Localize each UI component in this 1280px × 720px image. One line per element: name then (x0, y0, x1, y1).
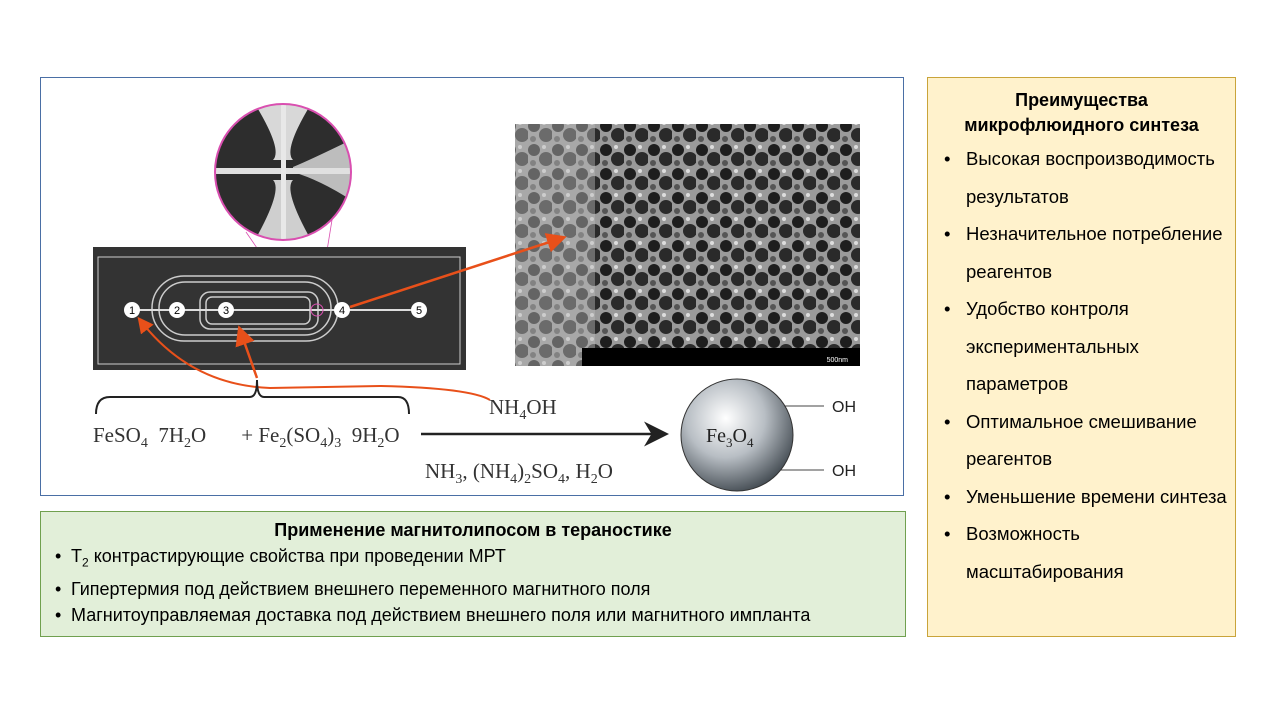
chip-port: 1 (124, 302, 140, 318)
list-item: Уменьшение времени синтеза (936, 478, 1227, 516)
applications-panel: Применение магнитолипосом в тераностике … (40, 511, 906, 637)
synthesis-diagram-frame (40, 77, 904, 496)
list-item: Высокая воспроизводимость результатов (936, 140, 1227, 215)
list-item: Удобство контроля экспериментальных пара… (936, 290, 1227, 403)
reagent-ferric-sulfate: + Fe2(SO4)3 9H2O (236, 423, 400, 451)
list-item: Незначительное потребление реагентов (936, 215, 1227, 290)
list-item: Возможность масштабирования (936, 515, 1227, 590)
flow-arrows (137, 233, 567, 401)
reaction-byproducts: NH3, (NH4)2SO4, H2O (425, 459, 613, 487)
hydroxyl-group-label: OH (832, 399, 856, 416)
svg-text:5: 5 (416, 305, 422, 317)
svg-text:2: 2 (174, 305, 180, 317)
svg-text:3: 3 (223, 305, 229, 317)
magnified-junction-image (214, 103, 352, 316)
hydroxyl-group-label: OH (832, 463, 856, 480)
chip-port: 2 (169, 302, 185, 318)
applications-list: T2 контрастирующие свойства при проведен… (53, 543, 893, 628)
chip-port: 5 (411, 302, 427, 318)
reagent-brace (95, 379, 410, 415)
svg-text:Fe3O4: Fe3O4 (706, 425, 754, 450)
list-item: T2 контрастирующие свойства при проведен… (53, 543, 893, 576)
chip-port: 4 (334, 302, 350, 318)
applications-title: Применение магнитолипосом в тераностике (274, 520, 672, 540)
magnetite-particle: Fe3O4 OH OH (680, 378, 856, 492)
reagent-ferrous-sulfate: FeSO4 7H2O (93, 423, 206, 451)
microfluidic-chip-image: 1 2 3 4 5 (93, 247, 466, 370)
reagent-ammonium-hydroxide: NH4OH (489, 395, 557, 423)
list-item: Гипертермия под действием внешнего перем… (53, 576, 893, 602)
list-item: Магнитоуправляемая доставка под действие… (53, 602, 893, 628)
svg-text:1: 1 (129, 305, 135, 317)
list-item: Оптимальное смешивание реагентов (936, 403, 1227, 478)
svg-text:4: 4 (339, 305, 345, 317)
svg-text:500nm: 500nm (827, 357, 849, 364)
advantages-list: Высокая воспроизводимость результатов Не… (936, 140, 1227, 590)
synthesis-diagram: 1 2 3 4 5 500nm FeSO4 7H2O + Fe2(SO4)3 9… (93, 103, 860, 492)
tem-nanoparticle-image: 500nm (515, 124, 860, 366)
chip-port: 3 (218, 302, 234, 318)
